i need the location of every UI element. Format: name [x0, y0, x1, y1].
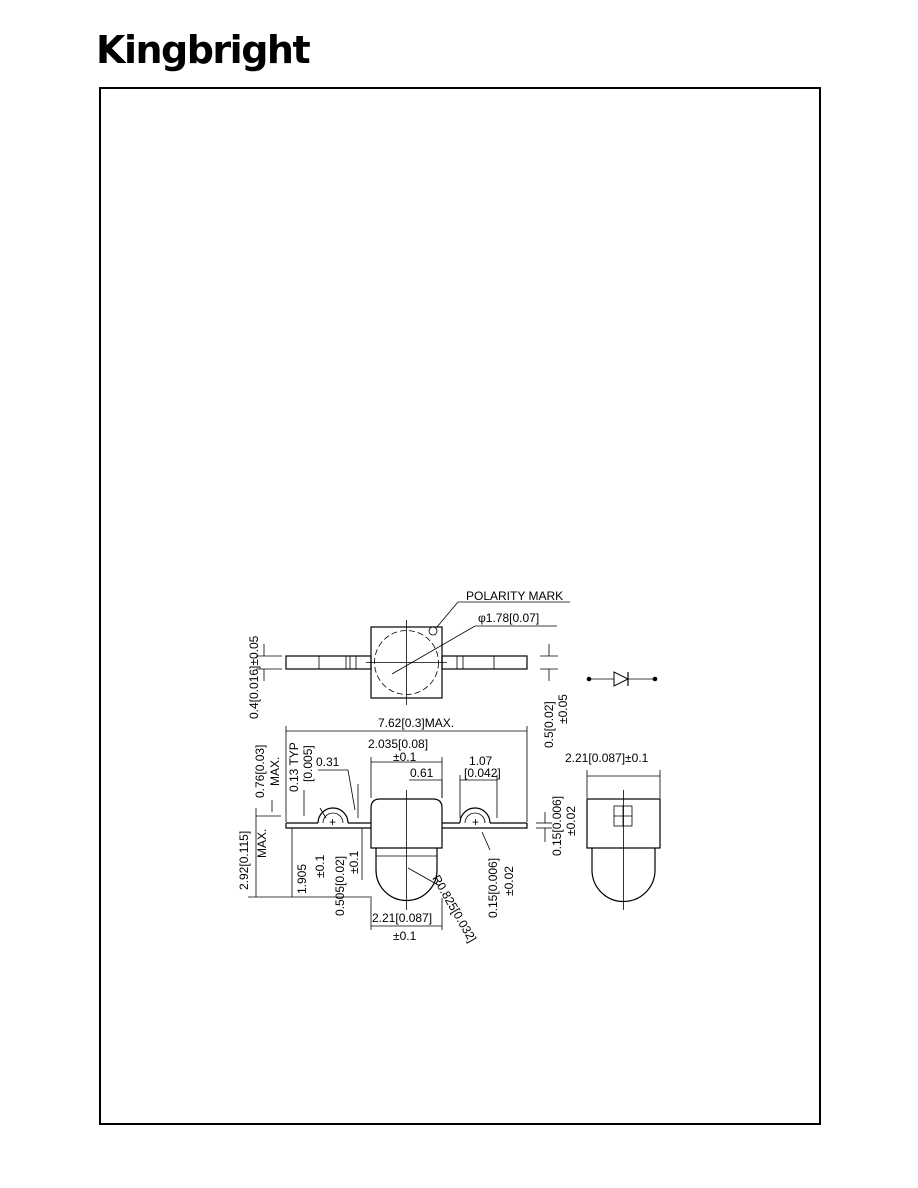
- thickness-label: 0.4[0.016]±0.05: [247, 635, 261, 719]
- body-width-label-b: ±0.1: [393, 750, 417, 764]
- typ-label-a: 0.13 TYP: [287, 742, 301, 792]
- len-1-07-label-a: 1.07: [469, 754, 493, 768]
- len-1-07-label-b: [0.042]: [464, 766, 501, 780]
- body-width-label-a: 2.035[0.08]: [368, 737, 428, 751]
- d-0505-label-b: ±0.1: [347, 850, 361, 874]
- height-292-label-a: 2.92[0.115]: [237, 831, 251, 890]
- side-view: [586, 770, 661, 910]
- lens-width-label-a: 2.21[0.087]: [372, 911, 432, 925]
- d-0-61-label: 0.61: [410, 766, 434, 780]
- kingbright-logo: Kingbright: [96, 28, 311, 72]
- height-1905-label-a: 1.905: [295, 864, 309, 894]
- svg-text:+: +: [329, 815, 336, 829]
- lens-width-label-b: ±0.1: [393, 929, 417, 943]
- polarity-dot: [428, 626, 438, 636]
- max-076-label-a: 0.76[0.03]: [253, 745, 267, 798]
- diode-symbol-icon: [586, 671, 658, 687]
- typ-label-b: [0.005]: [301, 745, 315, 782]
- top-right-lead: [441, 655, 528, 670]
- top-left-lead: [285, 655, 372, 670]
- overall-length-label: 7.62[0.3]MAX.: [378, 716, 454, 730]
- d-015r-label-a: 0.15[0.006]: [550, 796, 564, 856]
- polarity-mark-label: POLARITY MARK: [466, 589, 563, 603]
- lens-diameter-label: φ1.78[0.07]: [478, 611, 539, 625]
- svg-text:+: +: [472, 815, 479, 829]
- max-076-label-b: MAX.: [268, 757, 282, 786]
- d-0505-label-a: 0.505[0.02]: [333, 856, 347, 916]
- lead-thickness-label-b: ±0.05: [556, 694, 570, 724]
- lead-thickness-label-a: 0.5[0.02]: [542, 701, 556, 748]
- radius-label: R0.825[0.032]: [429, 873, 479, 945]
- top-view: [285, 601, 570, 705]
- side-width-label: 2.21[0.087]±0.1: [565, 751, 649, 765]
- drawing-frame: [99, 87, 821, 1125]
- front-view: + +: [285, 790, 528, 910]
- height-292-label-b: MAX.: [255, 829, 269, 858]
- front-body: [370, 798, 443, 849]
- d-015-label-b: ±0.02: [502, 866, 516, 896]
- d-0-31-label: 0.31: [316, 755, 340, 769]
- d-015-label-a: 0.15[0.006]: [486, 858, 500, 918]
- d-015r-label-b: ±0.02: [564, 806, 578, 836]
- height-1905-label-b: ±0.1: [313, 854, 327, 878]
